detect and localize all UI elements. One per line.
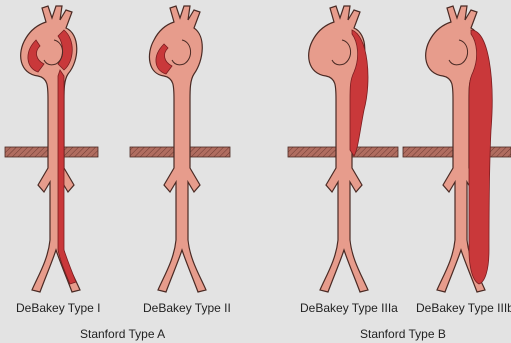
label-debakey-type-3a: DeBakey Type IIIa <box>300 301 398 315</box>
label-debakey-type-1: DeBakey Type I <box>16 301 101 315</box>
aorta-type-3a <box>288 6 398 292</box>
label-debakey-type-3b: DeBakey Type IIIb <box>416 301 511 315</box>
label-stanford-type-b: Stanford Type B <box>360 327 446 341</box>
aorta-type-3b <box>403 6 511 292</box>
label-debakey-type-2: DeBakey Type II <box>143 301 231 315</box>
aorta-type-2 <box>130 6 230 292</box>
label-stanford-type-a: Stanford Type A <box>80 327 165 341</box>
aorta-type-1 <box>5 6 98 292</box>
